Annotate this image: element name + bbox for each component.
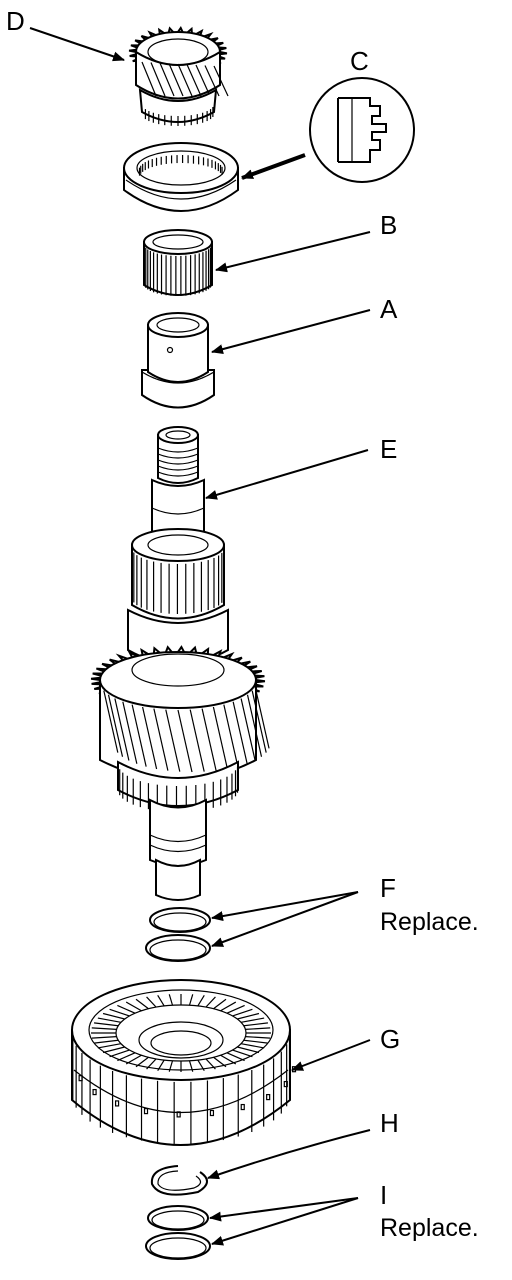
leader-lines: [29, 27, 371, 1246]
leader-a: [211, 309, 371, 355]
leader-e: [205, 449, 369, 500]
part-g-clutch-drum: [71, 979, 297, 1146]
leader-b: [215, 231, 371, 273]
leader-h: [207, 1129, 371, 1180]
part-d-gear: [128, 26, 229, 126]
label-g: G: [380, 1024, 400, 1054]
leader-c: [241, 153, 306, 180]
part-e-mainshaft: [90, 426, 270, 901]
part-c-bearing-race: [123, 142, 239, 212]
leader-f-1: [211, 891, 359, 921]
leader-g: [291, 1039, 371, 1071]
part-f-seal-rings: [145, 907, 211, 962]
part-b-needle-bearing: [143, 229, 213, 296]
part-h-snap-ring: [150, 1165, 208, 1196]
label-i: I: [380, 1180, 387, 1210]
label-f: F: [380, 873, 396, 903]
label-h: H: [380, 1108, 399, 1138]
label-c: C: [350, 46, 369, 76]
note-i-replace: Replace.: [380, 1214, 479, 1242]
part-a-sleeve: [141, 312, 215, 409]
label-b: B: [380, 210, 397, 240]
leader-d: [29, 27, 125, 62]
leader-i-2: [211, 1197, 359, 1246]
note-f-replace: Replace.: [380, 908, 479, 936]
label-a: A: [380, 294, 398, 324]
part-i-seal-rings: [145, 1205, 211, 1260]
detail-c-bubble: [309, 77, 415, 183]
label-d: D: [6, 6, 25, 36]
label-e: E: [380, 434, 397, 464]
leader-f-2: [211, 891, 359, 947]
leader-i-1: [209, 1197, 359, 1222]
